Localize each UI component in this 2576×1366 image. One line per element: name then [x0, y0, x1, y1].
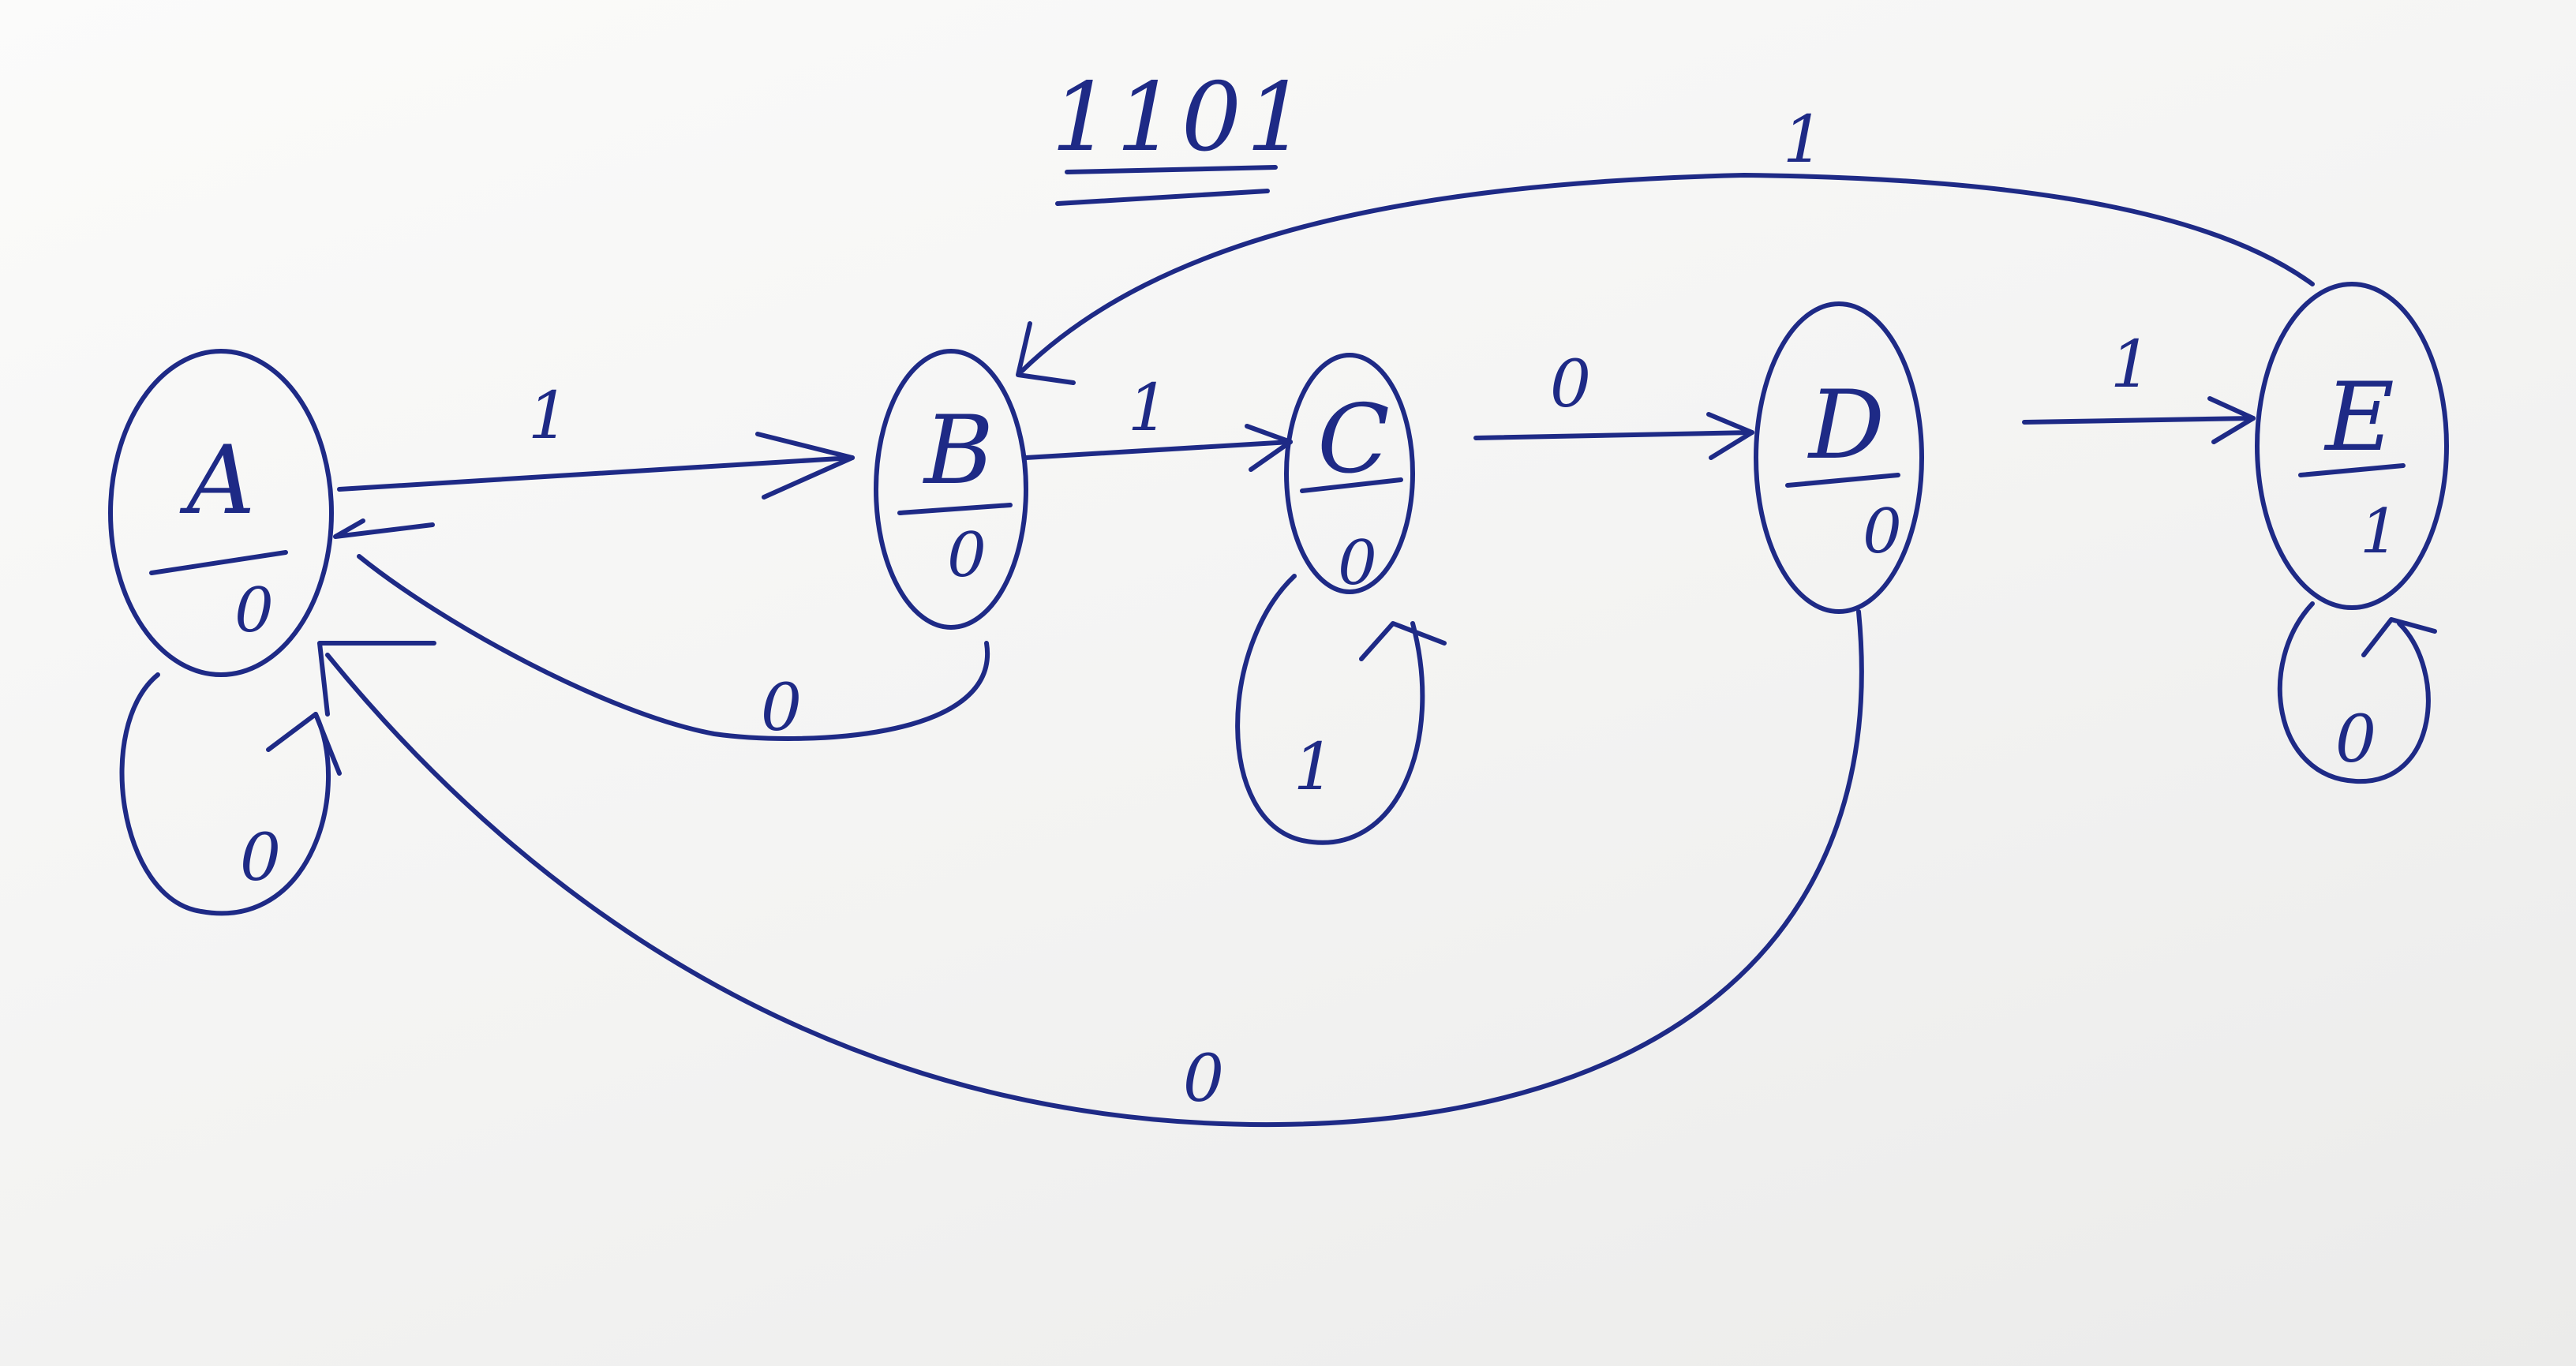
transition-b-a-label: 0 — [761, 671, 802, 746]
state-e-divider — [2298, 463, 2406, 477]
state-b: B 0 — [874, 349, 1028, 630]
title-text: 1101 — [1051, 63, 1311, 173]
state-a: A 0 — [108, 349, 334, 677]
transition-a-b-line — [337, 455, 855, 492]
title-underline-1 — [1065, 165, 1278, 174]
transition-b-a-arc — [357, 554, 990, 741]
diagram-title: 1101 — [1051, 63, 1311, 206]
transition-e-b: 1 — [1016, 103, 2315, 385]
transition-a-b-arrowhead — [755, 432, 855, 500]
transition-b-c: 1 — [1024, 371, 1293, 472]
transition-d-e-line — [2022, 416, 2256, 425]
state-a-circle — [108, 349, 334, 677]
transition-a-b-label: 1 — [528, 379, 569, 454]
transition-a-b: 1 — [337, 379, 855, 500]
transition-d-a-arc — [325, 609, 1864, 1128]
transition-b-a-arrowhead — [333, 518, 435, 539]
state-d-divider — [1785, 473, 1900, 488]
transition-b-c-arrowhead — [1245, 424, 1293, 472]
transition-c-c-arc — [1235, 574, 1425, 845]
state-c-divider — [1300, 477, 1403, 493]
transition-d-a-label: 0 — [1183, 1042, 1224, 1117]
transition-e-b-arrowhead — [1016, 321, 1076, 385]
title-underline-2 — [1055, 189, 1270, 206]
state-c-circle — [1284, 353, 1415, 594]
transition-a-a-arc — [119, 672, 331, 916]
transition-d-e-arrowhead — [2207, 396, 2256, 444]
transition-c-d-arrowhead — [1706, 412, 1754, 460]
state-e-name: E — [2323, 363, 2394, 473]
transition-b-a: 0 — [333, 518, 990, 746]
transition-c-d-label: 0 — [1550, 347, 1591, 422]
transition-c-c-arrowhead — [1359, 621, 1447, 661]
state-b-name: B — [923, 396, 994, 506]
transition-e-b-arc — [1020, 173, 2315, 373]
transition-b-c-line — [1024, 440, 1293, 460]
state-c: C 0 — [1284, 353, 1415, 599]
transition-a-a: 0 — [119, 672, 342, 916]
state-a-name: A — [179, 426, 256, 536]
state-b-circle — [874, 349, 1028, 630]
state-e-output: 1 — [2360, 496, 2399, 567]
state-e: E 1 — [2255, 282, 2449, 610]
transition-e-e-arc — [2278, 601, 2431, 784]
transition-c-c-label: 1 — [1294, 730, 1335, 805]
state-c-output: 0 — [1338, 528, 1377, 599]
state-c-name: C — [1317, 385, 1390, 495]
transition-c-d-line — [1473, 430, 1754, 440]
transition-a-a-arrowhead — [266, 712, 342, 776]
transition-d-a: 0 — [317, 609, 1864, 1128]
transition-c-c: 1 — [1235, 574, 1447, 845]
transition-b-c-label: 1 — [1128, 371, 1169, 446]
transition-e-e-arrowhead — [2361, 617, 2437, 657]
transition-a-a-label: 0 — [240, 821, 281, 896]
state-b-output: 0 — [947, 520, 987, 591]
state-b-divider — [897, 503, 1013, 515]
transition-c-d: 0 — [1473, 347, 1754, 460]
state-a-output: 0 — [234, 575, 274, 646]
transition-d-e-label: 1 — [2110, 327, 2151, 402]
state-d-name: D — [1807, 371, 1885, 481]
transition-e-e-label: 0 — [2335, 702, 2376, 777]
transition-e-b-label: 1 — [1783, 103, 1824, 178]
state-d-circle — [1754, 301, 1924, 614]
state-d-output: 0 — [1863, 496, 1902, 567]
transition-d-a-arrowhead — [317, 641, 436, 717]
transition-d-e: 1 — [2022, 327, 2256, 444]
state-d: D 0 — [1754, 301, 1924, 614]
state-e-circle — [2255, 282, 2449, 610]
transition-e-e: 0 — [2278, 601, 2437, 784]
state-a-divider — [149, 550, 288, 575]
